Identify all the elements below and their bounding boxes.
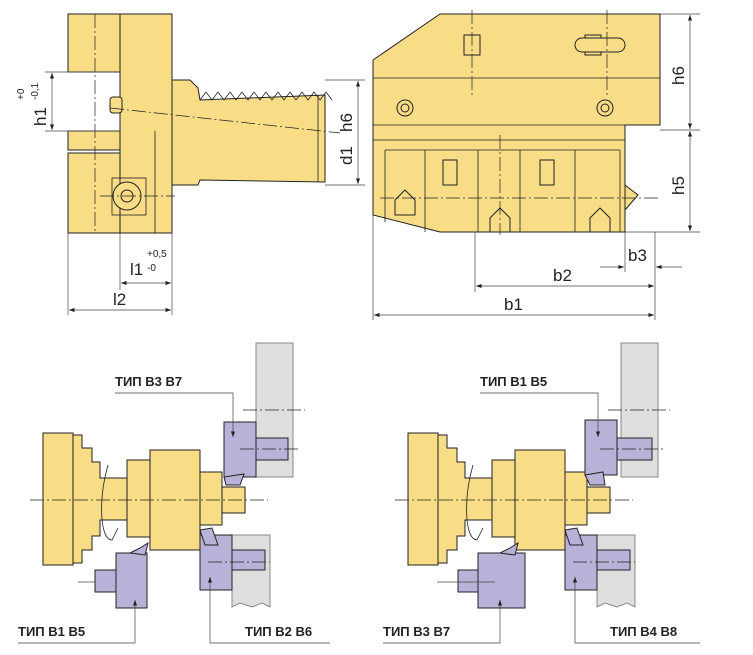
dim-h1-tol-lower: -0,1 — [30, 82, 41, 100]
dim-b1: b1 — [504, 295, 523, 314]
dim-h5: h5 — [669, 176, 688, 195]
label-right-top: ТИП B1 B5 — [480, 374, 547, 389]
label-left-bottom-left: ТИП B1 B5 — [18, 624, 85, 639]
dim-h1: h1 — [31, 107, 50, 126]
screws — [394, 34, 639, 233]
leader-lines — [18, 392, 700, 644]
dim-h1-tol-upper: +0 — [16, 88, 27, 100]
dim-l2: l2 — [113, 290, 126, 309]
dim-l1-tol-upper: +0,5 — [147, 249, 167, 260]
label-right-bottom-left: ТИП B3 B7 — [383, 624, 450, 639]
setup-left — [30, 342, 305, 609]
label-left-top: ТИП B3 B7 — [115, 374, 182, 389]
dim-h6: h6 — [669, 66, 688, 85]
label-left-bottom-right: ТИП B2 B6 — [245, 624, 312, 639]
dim-b2: b2 — [553, 266, 572, 285]
front-view-dimensions — [372, 13, 700, 320]
setup-right — [395, 342, 670, 609]
side-view-dimensions — [45, 71, 365, 315]
front-view-holder — [372, 10, 661, 235]
label-right-bottom-right: ТИП B4 B8 — [610, 624, 677, 639]
dim-l1: l1 — [130, 260, 143, 279]
dim-d1: d1 — [337, 146, 356, 165]
side-view-holder — [67, 13, 341, 234]
dim-l1-tol-lower: -0 — [147, 263, 156, 274]
dim-h6-side: h6 — [337, 113, 356, 132]
dim-b3: b3 — [628, 246, 647, 265]
